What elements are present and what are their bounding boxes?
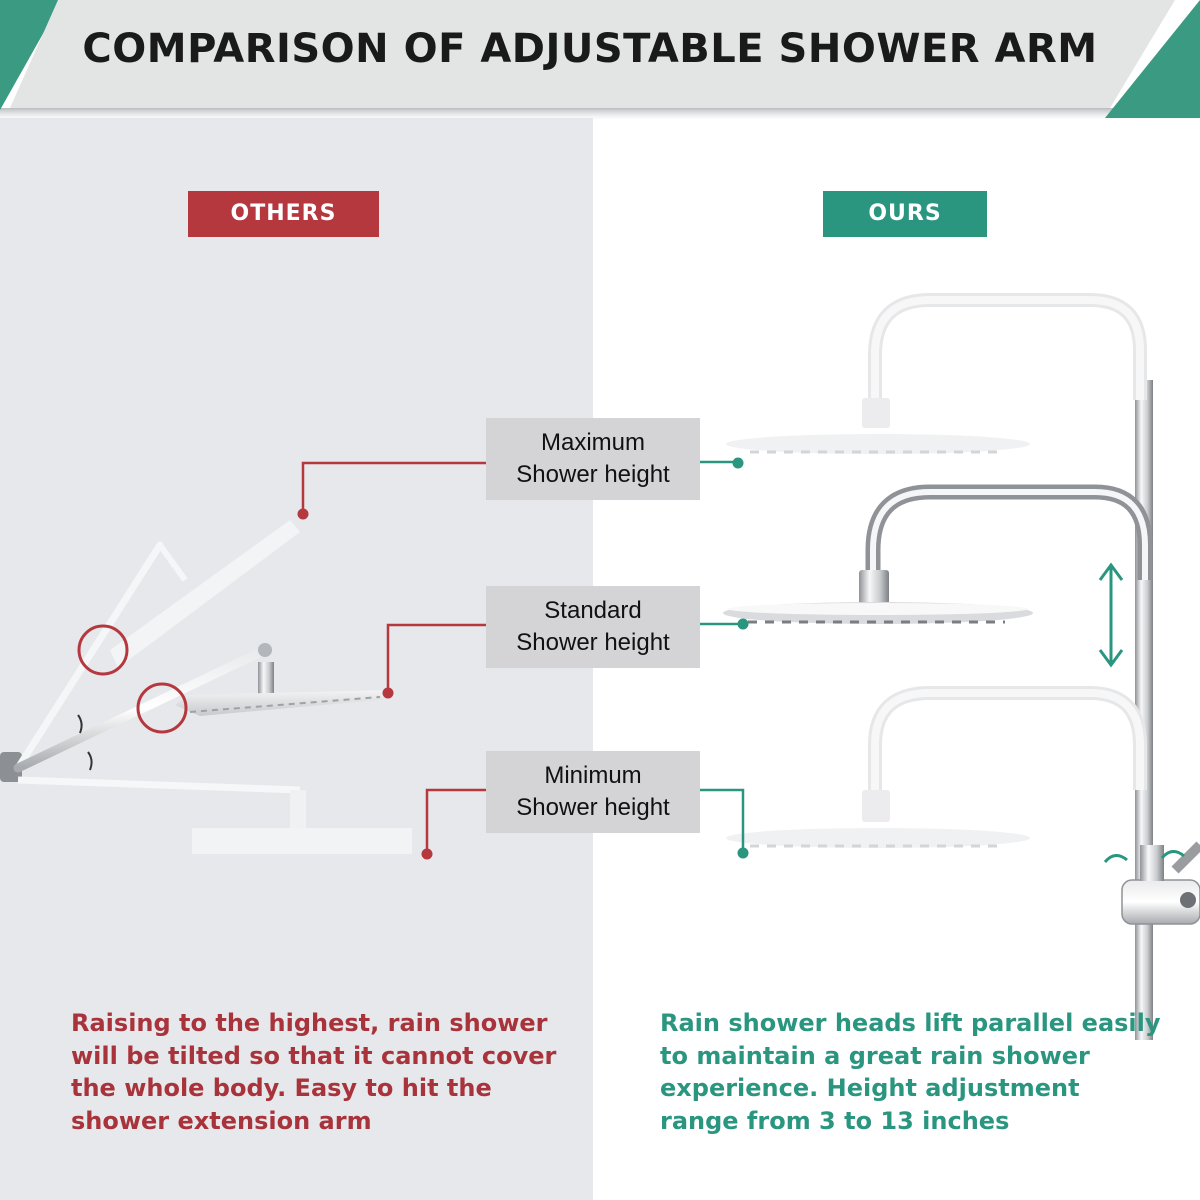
connector-line-std <box>386 623 486 692</box>
label-line: Standard <box>544 597 642 624</box>
connector-dot-icon <box>421 848 433 860</box>
max-arm-ghost <box>868 293 1147 400</box>
head-nozzles <box>189 696 381 713</box>
others-connectors <box>297 461 486 860</box>
max-arm-ghost-highlight <box>871 296 1144 400</box>
low-arm-ghost <box>17 776 301 794</box>
description-line: shower extension arm <box>71 1106 372 1135</box>
standard-head-highlight <box>728 603 1028 615</box>
standard-head <box>175 690 400 716</box>
label-line: Shower height <box>516 461 670 488</box>
connector-line-max <box>301 461 486 513</box>
wall-mount <box>0 752 22 782</box>
highlight-circle-icon <box>77 624 129 676</box>
low-head-ghost <box>192 828 412 854</box>
standard-arm <box>865 484 1153 580</box>
diverter-knob <box>1180 892 1196 908</box>
min-arm-ghost <box>868 686 1147 790</box>
low-connector-ghost <box>290 790 306 828</box>
tilted-head-ghost <box>110 520 300 668</box>
rotate-arrow-icon <box>1160 850 1185 860</box>
rotate-arrow-icon <box>1103 854 1128 864</box>
maximum-height-label: Maximum Shower height <box>486 418 700 500</box>
banner-bar <box>10 0 1175 108</box>
label-line: Shower height <box>516 794 670 821</box>
connector-dot-icon <box>297 508 309 520</box>
up-down-arrow-icon <box>1098 562 1124 668</box>
standard-arm <box>13 645 270 773</box>
connector-line-min <box>425 788 486 853</box>
connector-line-min <box>700 788 745 852</box>
ours-shower-system <box>723 293 1200 1040</box>
label-line: Maximum <box>540 429 645 456</box>
max-head <box>726 434 1030 454</box>
minimum-height-label: Minimum Shower height <box>486 751 700 833</box>
arm-joint <box>258 643 272 657</box>
description-line: Rain shower heads lift parallel easily <box>660 1009 1161 1037</box>
min-connector <box>862 790 890 822</box>
banner-accent-right <box>1105 0 1200 118</box>
handheld-hose <box>1171 841 1200 874</box>
tilted-arm-ghost <box>14 541 164 772</box>
max-connector <box>862 398 890 428</box>
description-line: the whole body. Easy to hit the <box>71 1074 492 1102</box>
description-line: will be tilted so that it cannot cover <box>71 1041 557 1070</box>
slider-clamp <box>1140 845 1164 881</box>
standard-height-label: Standard Shower height <box>486 586 700 668</box>
description-line: experience. Height adjustment <box>660 1074 1080 1102</box>
rotate-arrow-icon <box>87 751 93 771</box>
connector-dot-icon <box>382 687 394 699</box>
head-connector <box>258 662 274 694</box>
others-tag: OTHERS <box>188 191 379 237</box>
connector-dot-icon <box>737 847 749 859</box>
ours-description: Rain shower heads lift parallel easily t… <box>660 1007 1161 1137</box>
ours-connectors <box>700 457 749 859</box>
min-arm-ghost-highlight <box>871 689 1144 790</box>
description-line: Raising to the highest, rain shower <box>71 1009 548 1037</box>
tilted-arm-elbow <box>157 543 188 582</box>
description-line: range from 3 to 13 inches <box>660 1106 1010 1135</box>
standard-arm-highlight <box>870 489 1148 580</box>
connector-dot-icon <box>737 618 749 630</box>
others-shower-arm <box>0 520 412 854</box>
label-line: Minimum <box>544 762 642 789</box>
label-line: Shower height <box>516 629 670 656</box>
description-line: to maintain a great rain shower <box>660 1041 1090 1070</box>
min-head <box>726 828 1030 848</box>
rotate-arrow-icon <box>77 714 83 734</box>
standard-connector <box>859 570 889 604</box>
connector-dot-icon <box>732 457 744 469</box>
others-description: Raising to the highest, rain shower will… <box>71 1007 557 1137</box>
page-title: COMPARISON OF ADJUSTABLE SHOWER ARM <box>82 26 1098 72</box>
ours-tag: OURS <box>823 191 987 237</box>
highlight-circle-icon <box>136 682 188 734</box>
title-banner <box>0 0 1200 120</box>
